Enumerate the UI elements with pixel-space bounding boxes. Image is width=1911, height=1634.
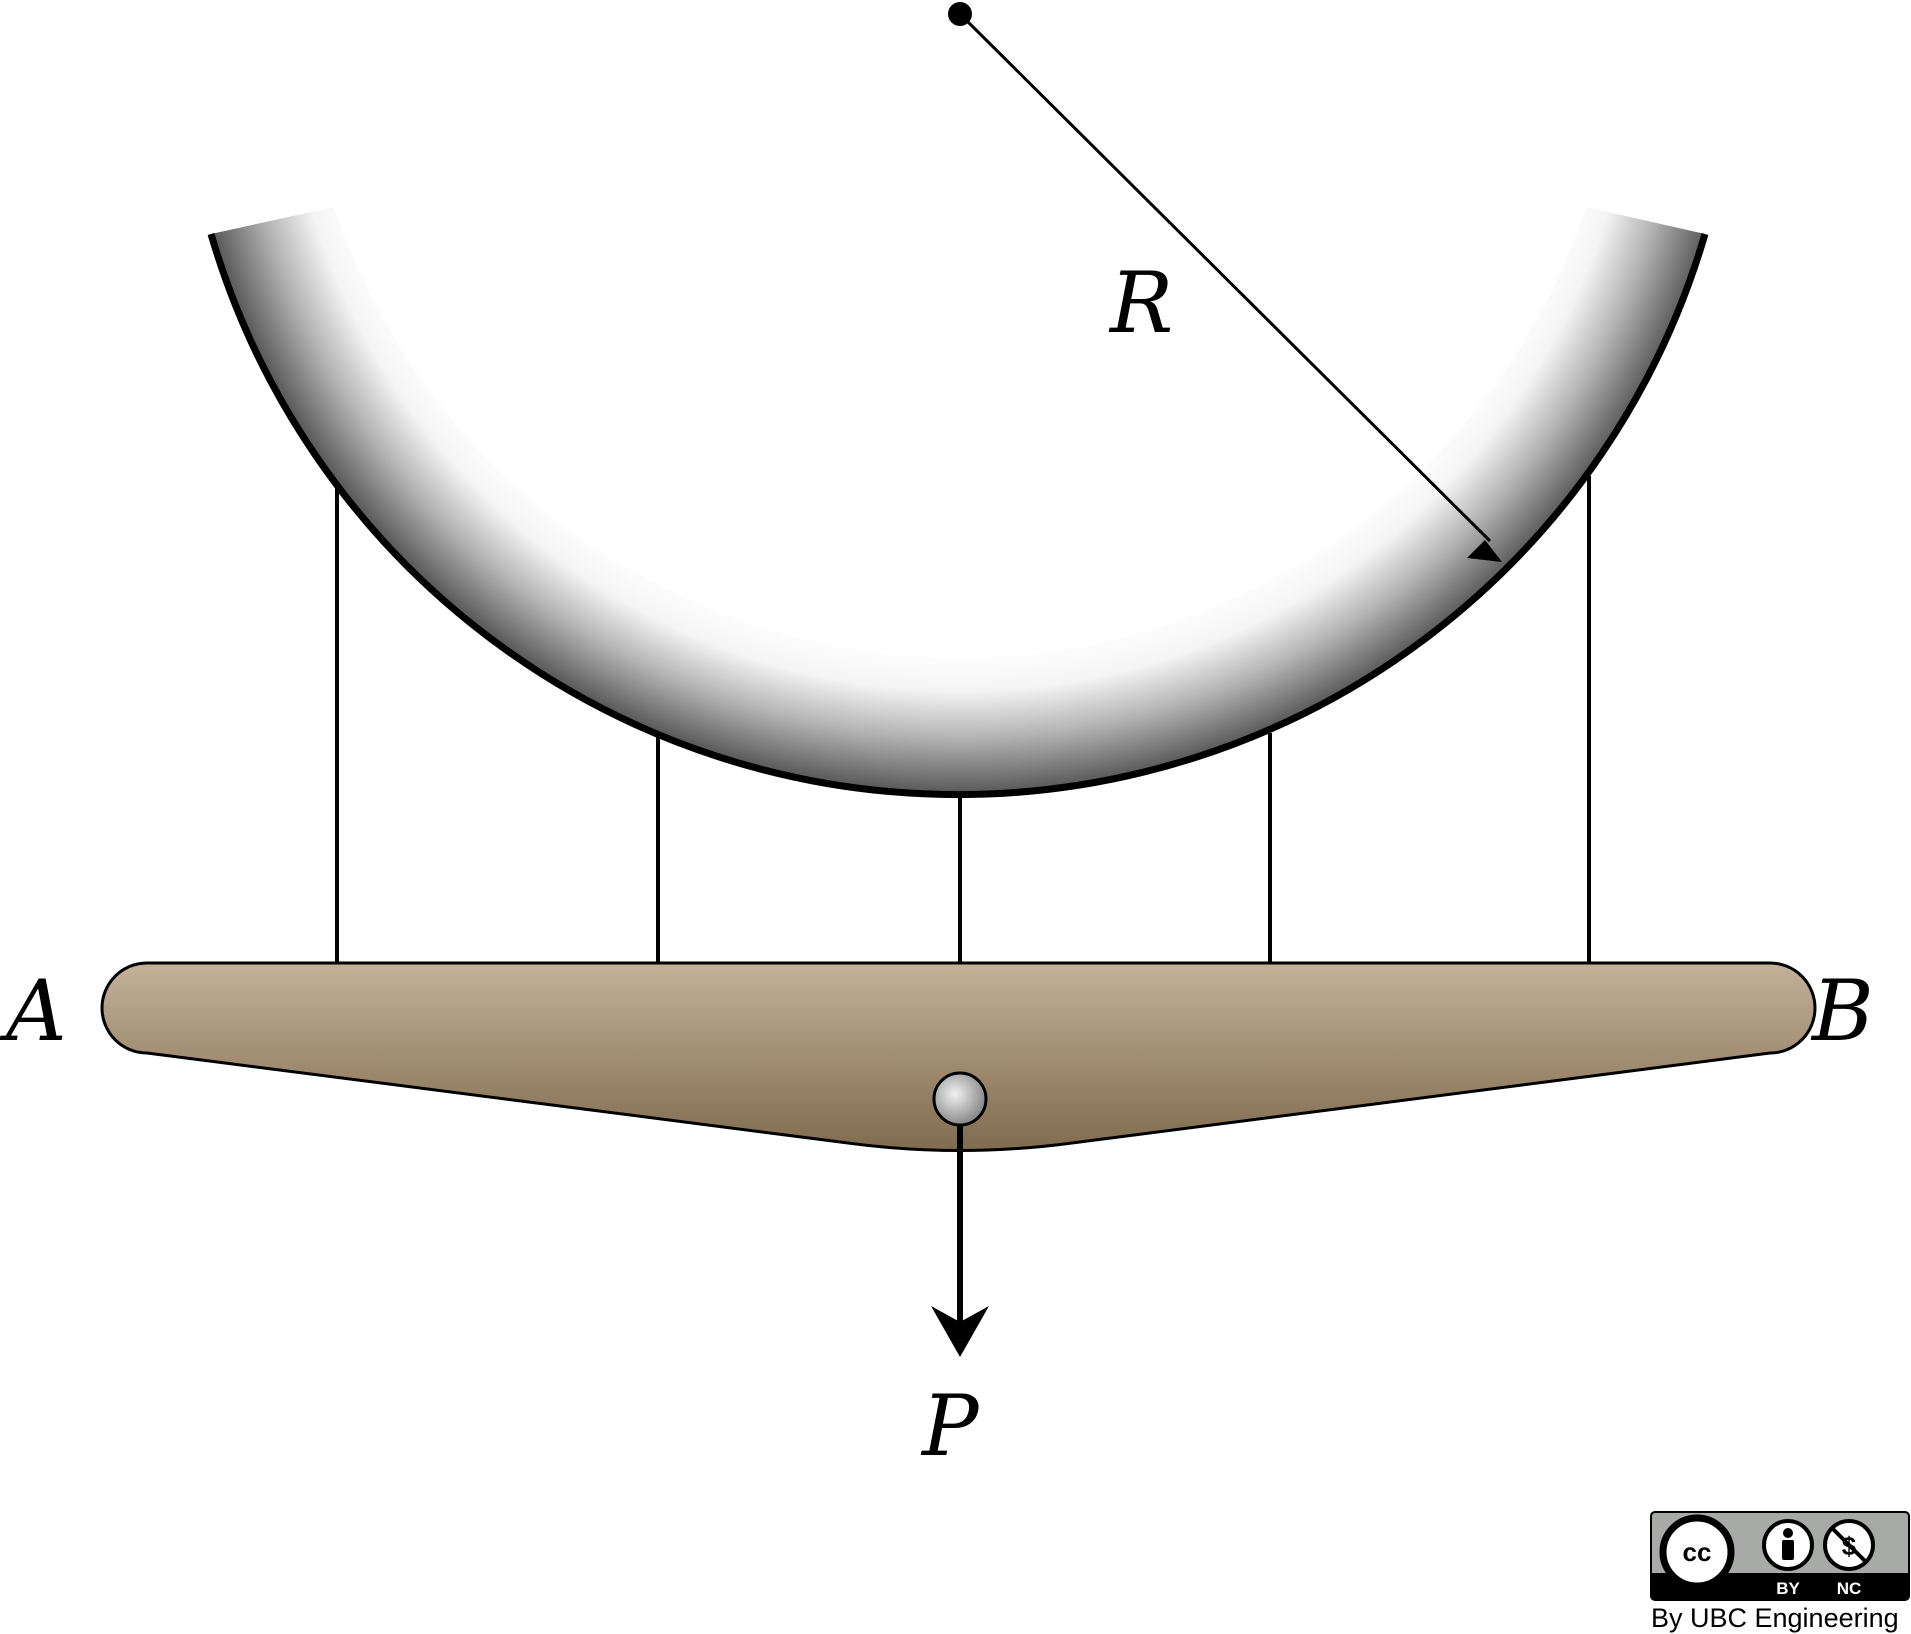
label-a: A [0, 962, 67, 1060]
radius-arrowhead [1467, 540, 1502, 562]
load-arrowhead [931, 1306, 989, 1357]
cables [335, 476, 1591, 963]
radius-line [958, 12, 1492, 543]
noncommercial-slash [1830, 1526, 1868, 1564]
beam [100, 961, 1817, 1152]
attribution-head [1783, 1528, 1793, 1538]
load-pin [932, 1071, 988, 1127]
cc-icon [1659, 1514, 1735, 1590]
license-badge: cc $ BY NC [1650, 1511, 1910, 1601]
license-by: BY [1776, 1579, 1800, 1598]
label-b: B [1810, 962, 1874, 1060]
label-p: P [920, 1377, 980, 1475]
curved-surface [211, 207, 1705, 795]
attribution-body [1782, 1540, 1794, 1560]
credit-text: By UBC Engineering [1651, 1603, 1899, 1633]
license-nc: NC [1837, 1579, 1862, 1598]
label-r: R [1108, 254, 1173, 352]
cc-icon-text: cc [1683, 1537, 1712, 1567]
